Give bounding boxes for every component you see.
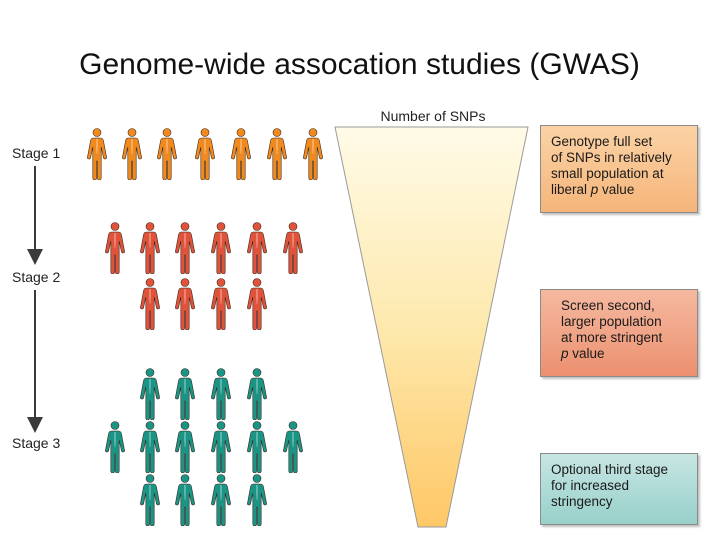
person-icon	[246, 474, 268, 526]
stage-1-line-3: small population at	[551, 166, 664, 181]
funnel-label: Number of SNPs	[380, 108, 485, 124]
person-icon	[174, 368, 196, 420]
person-icon	[210, 368, 232, 420]
slide-title: Genome-wide assocation studies (GWAS)	[79, 48, 640, 81]
person-icon	[210, 421, 232, 473]
person-icon	[104, 222, 126, 274]
stage-3-line-1: Optional third stage	[551, 462, 669, 477]
person-icon	[104, 421, 126, 473]
stage-2-description: Screen second, larger population at more…	[540, 289, 698, 377]
stage-3-line-3: stringency	[551, 494, 613, 509]
person-icon	[246, 421, 268, 473]
person-icon	[266, 128, 288, 180]
snp-funnel	[334, 126, 529, 528]
stage-1-people	[86, 128, 324, 180]
person-icon	[210, 474, 232, 526]
stage-2-label: Stage 2	[12, 269, 60, 285]
person-icon	[246, 278, 268, 330]
stage-3-people	[104, 368, 304, 526]
person-icon	[121, 128, 143, 180]
stage-1-line-4: liberal p value	[551, 182, 635, 197]
person-icon	[246, 222, 268, 274]
stage-1-description: Genotype full set of SNPs in relatively …	[540, 125, 698, 213]
person-icon	[230, 128, 252, 180]
stage-3-description: Optional third stage for increased strin…	[540, 453, 698, 525]
stage-2-people	[104, 222, 304, 330]
person-icon	[246, 368, 268, 420]
person-icon	[139, 474, 161, 526]
stage-2-line-4: p value	[561, 346, 605, 361]
person-icon	[210, 222, 232, 274]
stage-3-line-2: for increased	[551, 478, 630, 493]
stage-1-line-1: Genotype full set	[551, 134, 653, 149]
person-icon	[139, 368, 161, 420]
person-icon	[156, 128, 178, 180]
person-icon	[174, 222, 196, 274]
stage-2-line-1: Screen second,	[561, 298, 655, 313]
stage-1-label: Stage 1	[12, 145, 60, 161]
stage-1-line-2: of SNPs in relatively	[551, 150, 672, 165]
stage-2-line-3: at more stringent	[561, 330, 663, 345]
person-icon	[139, 222, 161, 274]
person-icon	[139, 278, 161, 330]
person-icon	[302, 128, 324, 180]
person-icon	[139, 421, 161, 473]
person-icon	[174, 421, 196, 473]
person-icon	[86, 128, 108, 180]
person-icon	[210, 278, 232, 330]
person-icon	[174, 474, 196, 526]
person-icon	[282, 421, 304, 473]
stage-2-line-2: larger population	[561, 314, 662, 329]
person-icon	[174, 278, 196, 330]
person-icon	[282, 222, 304, 274]
person-icon	[194, 128, 216, 180]
stage-3-label: Stage 3	[12, 435, 60, 451]
